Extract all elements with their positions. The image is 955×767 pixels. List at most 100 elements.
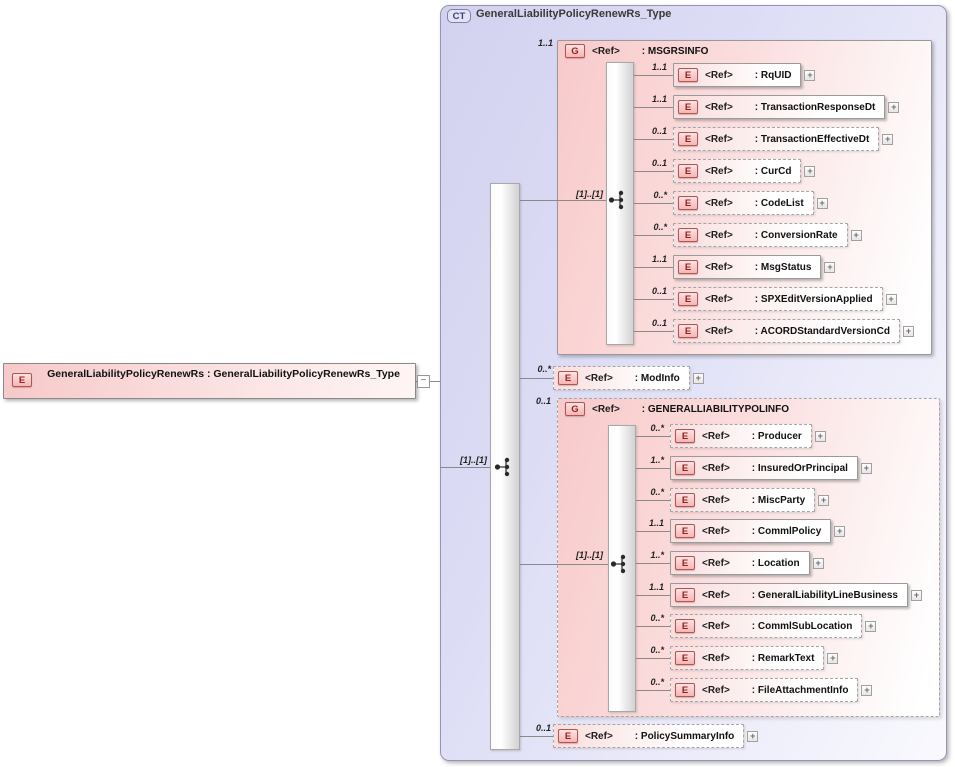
sequence-cardinality: [1]..[1] xyxy=(460,455,487,465)
element-name: : CommlPolicy xyxy=(751,525,822,537)
element-node-codelist[interactable]: E <Ref> : CodeList + xyxy=(673,191,828,215)
element-name: : ModInfo xyxy=(634,372,680,384)
expand-icon[interactable]: + xyxy=(692,373,704,384)
element-node-policysummaryinfo[interactable]: E <Ref> : PolicySummaryInfo + xyxy=(553,724,759,748)
cardinality-label: 0..1 xyxy=(535,396,551,406)
expand-icon[interactable]: + xyxy=(885,294,897,305)
element-name: : TransactionEffectiveDt xyxy=(754,133,870,145)
cardinality-label: 0..1 xyxy=(651,158,667,168)
element-node-transactionresponsedt[interactable]: E <Ref> : TransactionResponseDt + xyxy=(673,95,900,119)
cardinality-label: 0..1 xyxy=(651,126,667,136)
element-name: : CodeList xyxy=(754,197,804,209)
element-node-curcd[interactable]: E <Ref> : CurCd + xyxy=(673,159,816,183)
connector-line xyxy=(634,235,673,236)
expand-icon[interactable]: + xyxy=(861,685,873,696)
element-badge: E xyxy=(678,228,698,242)
cardinality-label: 0..* xyxy=(650,613,664,623)
connector-line xyxy=(520,736,553,737)
element-node-location[interactable]: E <Ref> : Location + xyxy=(670,551,824,575)
expand-icon[interactable]: + xyxy=(860,463,872,474)
element-node-generalliabilitylinebusiness[interactable]: E <Ref> : GeneralLiabilityLineBusiness + xyxy=(670,583,922,607)
expand-icon[interactable]: + xyxy=(818,495,830,506)
cardinality-label: 0..1 xyxy=(651,318,667,328)
connector-line xyxy=(634,331,673,332)
expand-icon[interactable]: + xyxy=(827,653,839,664)
element-badge: E xyxy=(675,683,695,697)
element-badge: E xyxy=(675,619,695,633)
element-node-remarktext[interactable]: E <Ref> : RemarkText + xyxy=(670,646,839,670)
element-badge: E xyxy=(675,524,695,538)
cardinality-label: 1..1 xyxy=(651,62,667,72)
sequence-cardinality-genliabpolinfo: [1]..[1] xyxy=(576,550,603,560)
connector-line xyxy=(634,139,673,140)
ref-label: <Ref> xyxy=(585,372,613,384)
expand-icon[interactable]: + xyxy=(814,431,826,442)
element-node-producer[interactable]: E <Ref> : Producer + xyxy=(670,424,826,448)
element-node-rquid[interactable]: E <Ref> : RqUID + xyxy=(673,63,816,87)
element-badge: E xyxy=(678,324,698,338)
element-node-conversionrate[interactable]: E <Ref> : ConversionRate + xyxy=(673,223,862,247)
expand-icon[interactable]: + xyxy=(804,70,816,81)
group-name: : GENERALLIABILITYPOLINFO xyxy=(641,403,790,415)
sequence-cardinality-msgrsinfo: [1]..[1] xyxy=(576,189,603,199)
element-name: : TransactionResponseDt xyxy=(754,101,876,113)
element-name: : SPXEditVersionApplied xyxy=(754,293,873,305)
ref-label: <Ref> xyxy=(702,652,730,664)
expand-icon[interactable]: + xyxy=(888,102,900,113)
element-node-modinfo[interactable]: E <Ref> : ModInfo + xyxy=(553,366,704,390)
element-name: : CurCd xyxy=(754,165,792,177)
element-node-miscparty[interactable]: E <Ref> : MiscParty + xyxy=(670,488,830,512)
connector-line xyxy=(636,690,670,691)
element-node-insuredorprincipal[interactable]: E <Ref> : InsuredOrPrincipal + xyxy=(670,456,872,480)
cardinality-label: 0..* xyxy=(650,423,664,433)
element-name: : RqUID xyxy=(754,69,792,81)
element-badge: E xyxy=(678,260,698,274)
element-badge: E xyxy=(675,493,695,507)
expand-icon[interactable]: + xyxy=(747,731,759,742)
element-node-fileattachmentinfo[interactable]: E <Ref> : FileAttachmentInfo + xyxy=(670,678,873,702)
expand-icon[interactable]: + xyxy=(834,526,846,537)
element-node-acordstandardversioncd[interactable]: E <Ref> : ACORDStandardVersionCd + xyxy=(673,319,914,343)
connector-line xyxy=(634,203,673,204)
element-badge: E xyxy=(678,292,698,306)
collapse-icon[interactable]: − xyxy=(417,375,430,388)
expand-icon[interactable]: + xyxy=(812,558,824,569)
element-node-commlsublocation[interactable]: E <Ref> : CommlSubLocation + xyxy=(670,614,877,638)
expand-icon[interactable]: + xyxy=(882,134,894,145)
element-name: : Location xyxy=(751,557,800,569)
element-node-commlpolicy[interactable]: E <Ref> : CommlPolicy + xyxy=(670,519,846,543)
complex-type-title: GeneralLiabilityPolicyRenewRs_Type xyxy=(476,8,672,20)
element-badge: E xyxy=(675,651,695,665)
element-name: : MiscParty xyxy=(751,494,806,506)
element-name: : MsgStatus xyxy=(754,261,812,273)
element-name: : CommlSubLocation xyxy=(751,620,853,632)
connector-line xyxy=(636,500,670,501)
element-node-spxeditversionapplied[interactable]: E <Ref> : SPXEditVersionApplied + xyxy=(673,287,897,311)
expand-icon[interactable]: + xyxy=(824,262,836,273)
connector-line xyxy=(440,467,500,468)
ref-label: <Ref> xyxy=(702,589,730,601)
ref-label: <Ref> xyxy=(705,133,733,145)
expand-icon[interactable]: + xyxy=(816,198,828,209)
expand-icon[interactable]: + xyxy=(850,230,862,241)
cardinality-label: 0..* xyxy=(650,487,664,497)
expand-icon[interactable]: + xyxy=(903,326,914,337)
complex-type-badge: CT xyxy=(447,9,471,23)
ref-label: <Ref> xyxy=(702,494,730,506)
connector-line xyxy=(634,75,673,76)
expand-icon[interactable]: + xyxy=(804,166,816,177)
cardinality-label: 1..1 xyxy=(648,582,664,592)
connector-line xyxy=(636,468,670,469)
root-element-node[interactable]: E GeneralLiabilityPolicyRenewRs : Genera… xyxy=(3,363,416,399)
cardinality-label: 1..1 xyxy=(648,518,664,528)
sequence-icon-msgrsinfo xyxy=(608,190,624,210)
cardinality-label: 0..1 xyxy=(535,723,551,733)
group-header-genliabpolinfo[interactable]: G <Ref> : GENERALLIABILITYPOLINFO xyxy=(565,402,789,416)
expand-icon[interactable]: + xyxy=(865,621,877,632)
element-node-transactioneffectivedt[interactable]: E <Ref> : TransactionEffectiveDt + xyxy=(673,127,894,151)
expand-icon[interactable]: + xyxy=(910,590,922,601)
element-badge: E xyxy=(675,429,695,443)
cardinality-label: 0..* xyxy=(653,222,667,232)
element-node-msgstatus[interactable]: E <Ref> : MsgStatus + xyxy=(673,255,836,279)
group-header-msgrsinfo[interactable]: G <Ref> : MSGRSINFO xyxy=(565,44,708,58)
